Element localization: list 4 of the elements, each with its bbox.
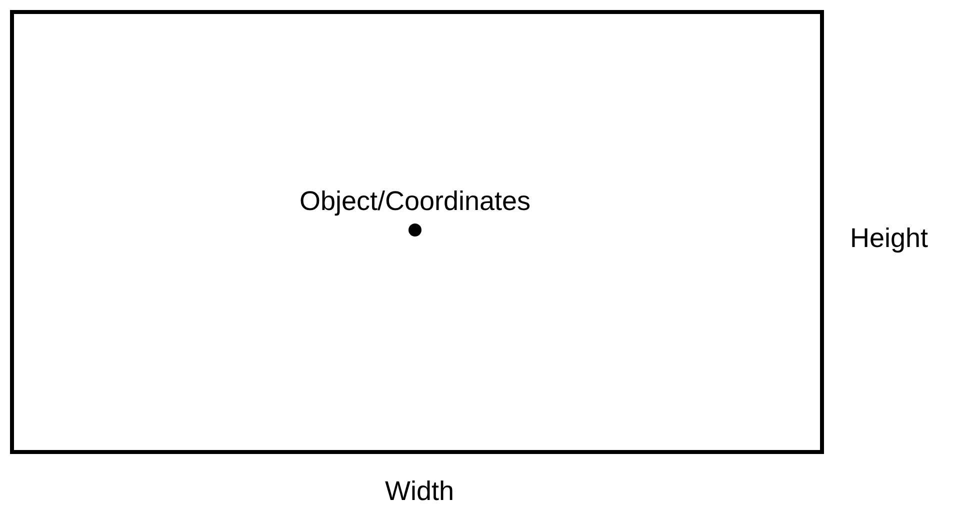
object-label: Object/Coordinates [299,188,531,215]
object-frame [10,10,824,454]
width-label: Width [385,478,454,505]
height-label: Height [850,225,928,252]
